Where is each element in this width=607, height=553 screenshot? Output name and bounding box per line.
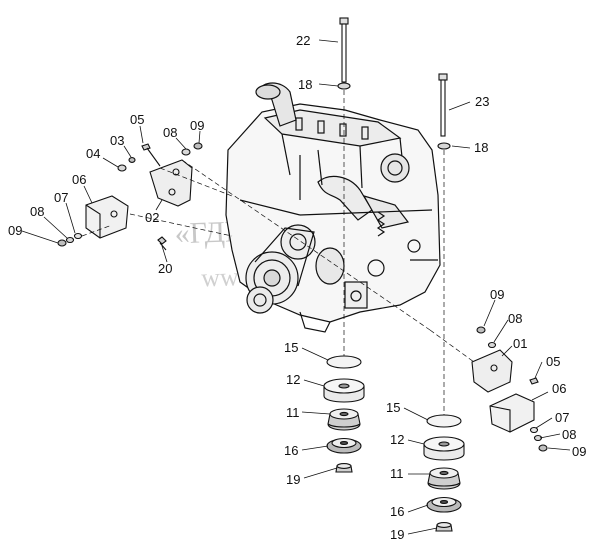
callout-07: 07 — [54, 190, 68, 205]
callout-08: 08 — [163, 125, 177, 140]
callout-09: 09 — [490, 287, 504, 302]
callout-09: 09 — [572, 444, 586, 459]
callout-01: 01 — [513, 336, 527, 351]
right-mount-parts — [471, 326, 548, 452]
callout-22: 22 — [296, 33, 310, 48]
callout-04: 04 — [86, 146, 100, 161]
washer-15-right — [426, 414, 462, 428]
nut-19-left — [335, 463, 353, 473]
callout-11: 11 — [286, 405, 300, 420]
callout-19: 19 — [286, 472, 300, 487]
bolt-05-right — [529, 377, 539, 385]
nut-09-right-upper — [476, 326, 486, 334]
nut-03 — [128, 157, 136, 163]
rubber-11-right — [427, 467, 461, 490]
callout-16: 16 — [284, 443, 298, 458]
callout-18: 18 — [298, 77, 312, 92]
callout-02: 02 — [145, 210, 159, 225]
left-isolator-stack — [323, 355, 365, 473]
right-isolator-stack — [423, 414, 465, 532]
washer-08-upper — [181, 148, 191, 156]
bracket-02 — [149, 159, 193, 207]
washer-08-right-upper — [487, 341, 497, 349]
cushion-06-right — [489, 393, 535, 433]
callout-labels: 22 18 23 18 05 08 09 03 04 06 07 08 09 0… — [8, 33, 586, 542]
callout-06: 06 — [552, 381, 566, 396]
callout-20: 20 — [158, 261, 172, 276]
callout-05: 05 — [546, 354, 560, 369]
nut-09-left — [57, 239, 67, 247]
callout-19: 19 — [390, 527, 404, 542]
nut-19-right — [435, 522, 453, 532]
callout-15: 15 — [284, 340, 298, 355]
callout-15: 15 — [386, 400, 400, 415]
callout-06: 06 — [72, 172, 86, 187]
callout-16: 16 — [390, 504, 404, 519]
callout-11: 11 — [390, 466, 404, 481]
stud-20 — [157, 236, 167, 245]
callout-12: 12 — [286, 372, 300, 387]
callout-03: 03 — [110, 133, 124, 148]
bolt-22 — [339, 17, 349, 83]
callout-09: 09 — [190, 118, 204, 133]
callout-07: 07 — [555, 410, 569, 425]
washer-08-left — [65, 236, 75, 244]
bolt-05-left — [141, 143, 151, 151]
rubber-11-left — [327, 408, 361, 431]
plate-12-right — [423, 436, 465, 461]
leader-lines — [21, 39, 571, 535]
callout-18: 18 — [474, 140, 488, 155]
callout-09: 09 — [8, 223, 22, 238]
callout-23: 23 — [475, 94, 489, 109]
bolt-23 — [438, 73, 448, 137]
washer-18-upper — [337, 82, 351, 90]
callout-12: 12 — [390, 432, 404, 447]
rubber-16-left — [326, 437, 362, 454]
washer-04 — [117, 164, 127, 172]
washer-07-right — [529, 426, 539, 434]
nut-09-upper — [193, 142, 203, 150]
washer-07-left — [73, 232, 83, 240]
bracket-01 — [471, 349, 513, 393]
callout-08: 08 — [508, 311, 522, 326]
long-bolts — [337, 17, 451, 150]
nut-09-right — [538, 444, 548, 452]
plate-12-left — [323, 378, 365, 403]
callout-05: 05 — [130, 112, 144, 127]
washer-18-right — [437, 142, 451, 150]
callout-08: 08 — [30, 204, 44, 219]
engine-assembly — [225, 82, 441, 333]
assembly-lines — [81, 90, 475, 418]
rubber-16-right — [426, 496, 462, 513]
callout-08: 08 — [562, 427, 576, 442]
washer-15-left — [326, 355, 362, 369]
cushion-06-left — [85, 195, 129, 239]
left-mount-parts — [57, 142, 203, 251]
